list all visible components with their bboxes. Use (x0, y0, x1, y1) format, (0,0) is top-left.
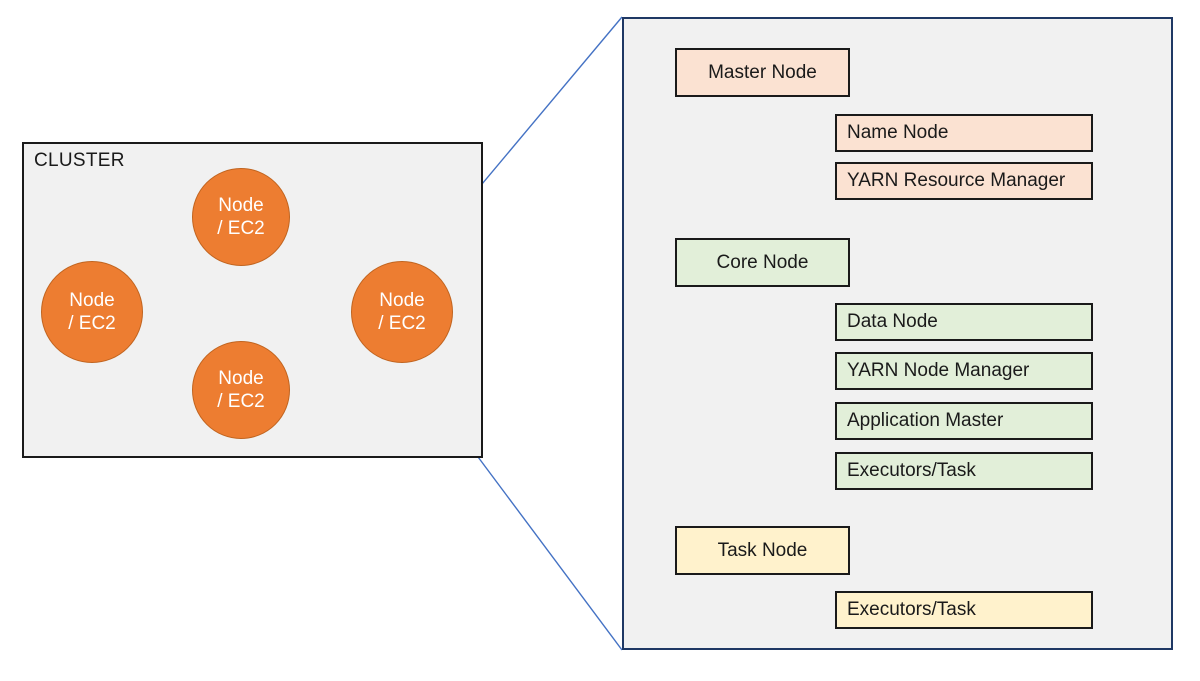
node-label-line2: / EC2 (217, 391, 265, 412)
data-node-box[interactable]: Data Node (835, 303, 1093, 341)
task-node-box[interactable]: Task Node (675, 526, 850, 575)
node-label-line1: Node (218, 367, 264, 389)
data-node-label: Data Node (847, 311, 938, 332)
node-label-line2: / EC2 (378, 313, 426, 334)
core-node-label: Core Node (716, 251, 809, 273)
yarn-resource-manager-box[interactable]: YARN Resource Manager (835, 162, 1093, 200)
master-node-label: Master Node (708, 61, 817, 83)
node-label-line2: / EC2 (217, 218, 265, 239)
node-label-line2: / EC2 (68, 313, 116, 334)
core-executors-task-label: Executors/Task (847, 460, 976, 481)
application-master-box[interactable]: Application Master (835, 402, 1093, 440)
application-master-label: Application Master (847, 410, 1004, 431)
yarn-node-manager-box[interactable]: YARN Node Manager (835, 352, 1093, 390)
cluster-node-right[interactable]: Node / EC2 (351, 261, 453, 363)
task-executors-task-label: Executors/Task (847, 599, 976, 620)
yarn-node-manager-label: YARN Node Manager (847, 360, 1030, 381)
node-label-line1: Node (69, 289, 115, 311)
name-node-box[interactable]: Name Node (835, 114, 1093, 152)
cluster-node-top[interactable]: Node / EC2 (192, 168, 290, 266)
node-label-line1: Node (218, 194, 264, 216)
name-node-label: Name Node (847, 122, 949, 143)
master-node-box[interactable]: Master Node (675, 48, 850, 97)
task-node-label: Task Node (717, 539, 808, 561)
cluster-node-left[interactable]: Node / EC2 (41, 261, 143, 363)
cluster-node-bottom[interactable]: Node / EC2 (192, 341, 290, 439)
core-executors-task-box[interactable]: Executors/Task (835, 452, 1093, 490)
cluster-label: CLUSTER (34, 150, 125, 171)
core-node-box[interactable]: Core Node (675, 238, 850, 287)
task-executors-task-box[interactable]: Executors/Task (835, 591, 1093, 629)
node-label-line1: Node (379, 289, 425, 311)
yarn-resource-manager-label: YARN Resource Manager (847, 170, 1066, 191)
